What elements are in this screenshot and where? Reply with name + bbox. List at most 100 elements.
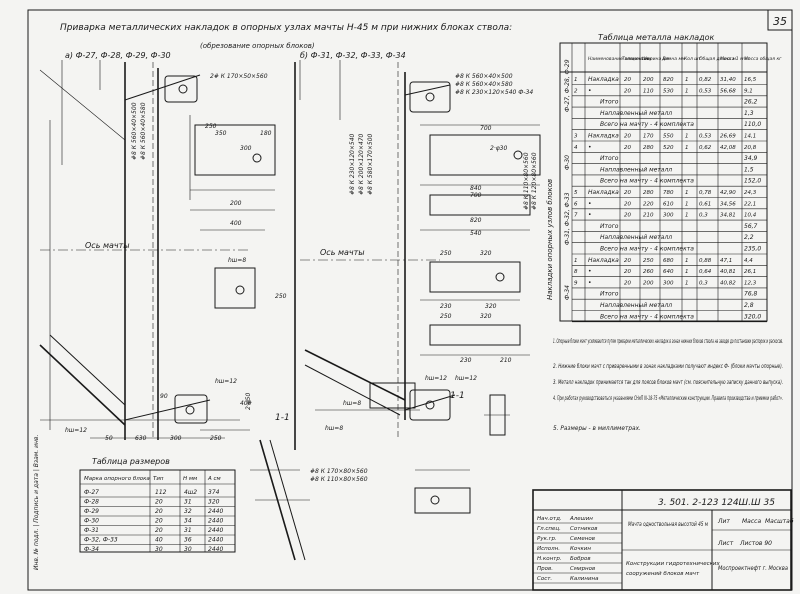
metal-cell: 16,5 [744, 77, 757, 83]
dim-b-5: 700 [470, 192, 482, 199]
dim-a-14: hш=8 [228, 257, 246, 264]
sizes-cell: 320 [208, 499, 220, 506]
metal-cell: 1 [574, 77, 578, 83]
sizes-table: Таблица размеров Марка опорного блока Ти… [79, 457, 236, 553]
metal-cell: 550 [663, 134, 674, 140]
metal-cell: • [588, 200, 592, 207]
metal-cell: 1 [685, 88, 689, 94]
dim-a-6: 90 [160, 393, 168, 400]
metal-cell: 300 [663, 213, 674, 219]
rotated-callouts: #8 К 560×40×500 #8 К 560×40×580 #8 К 230… [131, 102, 538, 410]
metal-summary-label: Итого [600, 291, 619, 298]
metal-cell: 42,90 [720, 190, 736, 196]
metal-cell: 0,64 [699, 269, 712, 275]
dim-b-22: #8 К 110×80×560 [310, 476, 368, 483]
metal-cell: 320,0 [744, 313, 761, 320]
metal-cell: 47,1 [720, 258, 732, 264]
metal-cell: Накладка [588, 133, 619, 140]
metal-cell: 0,53 [699, 88, 712, 94]
metal-cell: 530 [663, 88, 674, 94]
metal-cell: • [588, 268, 592, 275]
dim-a-13: 50 [105, 435, 113, 442]
plate-5-front [429, 261, 521, 293]
stamp-code: 3. 501. 2-123 124Ш.Ш 35 [658, 498, 775, 508]
stamp-org-2: сооружений блоков мачт [626, 571, 700, 577]
stamp-lit: Лит [717, 518, 730, 525]
metal-cell: 24,3 [744, 190, 757, 196]
dim-a-4: 200 [230, 200, 242, 207]
metal-cell: Накладка [588, 257, 619, 264]
metal-cell: 9 [574, 280, 578, 286]
plate-7 [414, 469, 471, 514]
sizes-table-title: Таблица размеров [92, 457, 170, 466]
metal-cell: 1,3 [744, 110, 754, 117]
metal-cell: 12,3 [744, 280, 757, 286]
view-a-label: а) Ф-27, Ф-28, Ф-29, Ф-30 [65, 51, 171, 60]
sizes-cell: 40 [155, 537, 163, 544]
stamp-role: Н.контр. [537, 556, 562, 562]
dim-b-2: #8 К 230×120×540 Ф-34 [455, 89, 533, 96]
sizes-cell: 30 [155, 546, 163, 553]
dim-a-0: 2# К 170×50×560 [210, 73, 268, 80]
metal-header-cell: Масса общая кг [744, 56, 782, 62]
dim-a-7: 400 [240, 400, 252, 407]
dim-b-1: #8 К 560×40×580 [455, 81, 513, 88]
metal-cell: 1 [574, 258, 578, 264]
sizes-cell: Ф-32, Ф-33 [84, 537, 118, 544]
metal-cell: 1 [685, 190, 689, 196]
sizes-cell: 2440 [208, 508, 223, 515]
metal-cell: 76,8 [744, 291, 758, 298]
metal-cell: 210 [643, 213, 654, 219]
sizes-cell: 2440 [208, 546, 223, 553]
metal-cell: 34,9 [744, 155, 758, 162]
sizes-header-2: Н мм [183, 476, 197, 482]
metal-summary-label: Всего на мачту - 4 комплекта [600, 121, 694, 128]
metal-cell: 170 [643, 134, 654, 140]
dim-b-3: 700 [480, 125, 492, 132]
metal-cell: 20 [624, 269, 631, 275]
metal-header-cell: Кол шт [684, 56, 701, 62]
main-subtitle: (обрезование опорных блоков) [200, 42, 315, 50]
metal-cell: 1 [685, 280, 689, 286]
dim-b-16: 210 [500, 357, 512, 364]
view-b-dimensions: #8 К 560×40×500 #8 К 560×40×580 #8 К 230… [310, 73, 533, 483]
metal-cell: 1 [685, 145, 689, 151]
sizes-cell: 20 [155, 508, 163, 515]
view-a-dimensions: 2# К 170×50×560 350 180 250 200 400 90 4… [65, 73, 287, 442]
metal-cell: 1 [685, 201, 689, 207]
metal-cell: 20 [624, 145, 631, 151]
main-title: Приварка металлических накладок в опорны… [60, 23, 512, 33]
dim-a-11: 300 [240, 145, 252, 152]
metal-header-cell: Общая длина м [699, 56, 736, 62]
metal-cell: 56,7 [744, 223, 758, 230]
dim-b-12: 320 [485, 303, 497, 310]
sizes-cell: 112 [155, 489, 167, 496]
dim-b-11: 230 [440, 303, 452, 310]
sizes-cell: Ф-34 [84, 546, 99, 553]
metal-cell: 20 [624, 77, 631, 83]
metal-summary-label: Всего на мачту - 4 комплекта [600, 313, 694, 320]
dim-a-3: 250 [205, 123, 217, 130]
dim-a-15: hш=12 [215, 378, 237, 385]
sizes-header-0: Марка опорного блока [84, 476, 150, 482]
metal-summary-label: Итого [600, 223, 619, 230]
metal-cell: Накладка [588, 76, 619, 83]
stamp-company: Моспроектнефт г. Москва [718, 564, 788, 572]
metal-cell: 0,3 [699, 280, 708, 286]
stamp-mass: Масса [742, 518, 761, 525]
dim-b-20: hш=8 [325, 425, 343, 432]
metal-cell: 0,3 [699, 213, 708, 219]
metal-cell: 22,1 [744, 201, 756, 207]
metal-cell: 280 [643, 145, 654, 151]
plate-3-front [429, 134, 541, 176]
metal-summary-label: Наплавленный металл [600, 302, 672, 309]
sizes-cell: 32 [184, 508, 192, 515]
metal-cell: 1 [685, 77, 689, 83]
metal-summary-label: Итого [600, 155, 619, 162]
dim-b-8: 2·φ30 [490, 145, 508, 152]
metal-cell: 110,0 [744, 121, 761, 128]
callout-1: #8 К 560×40×580 [140, 102, 147, 160]
metal-cell: • [588, 87, 592, 94]
